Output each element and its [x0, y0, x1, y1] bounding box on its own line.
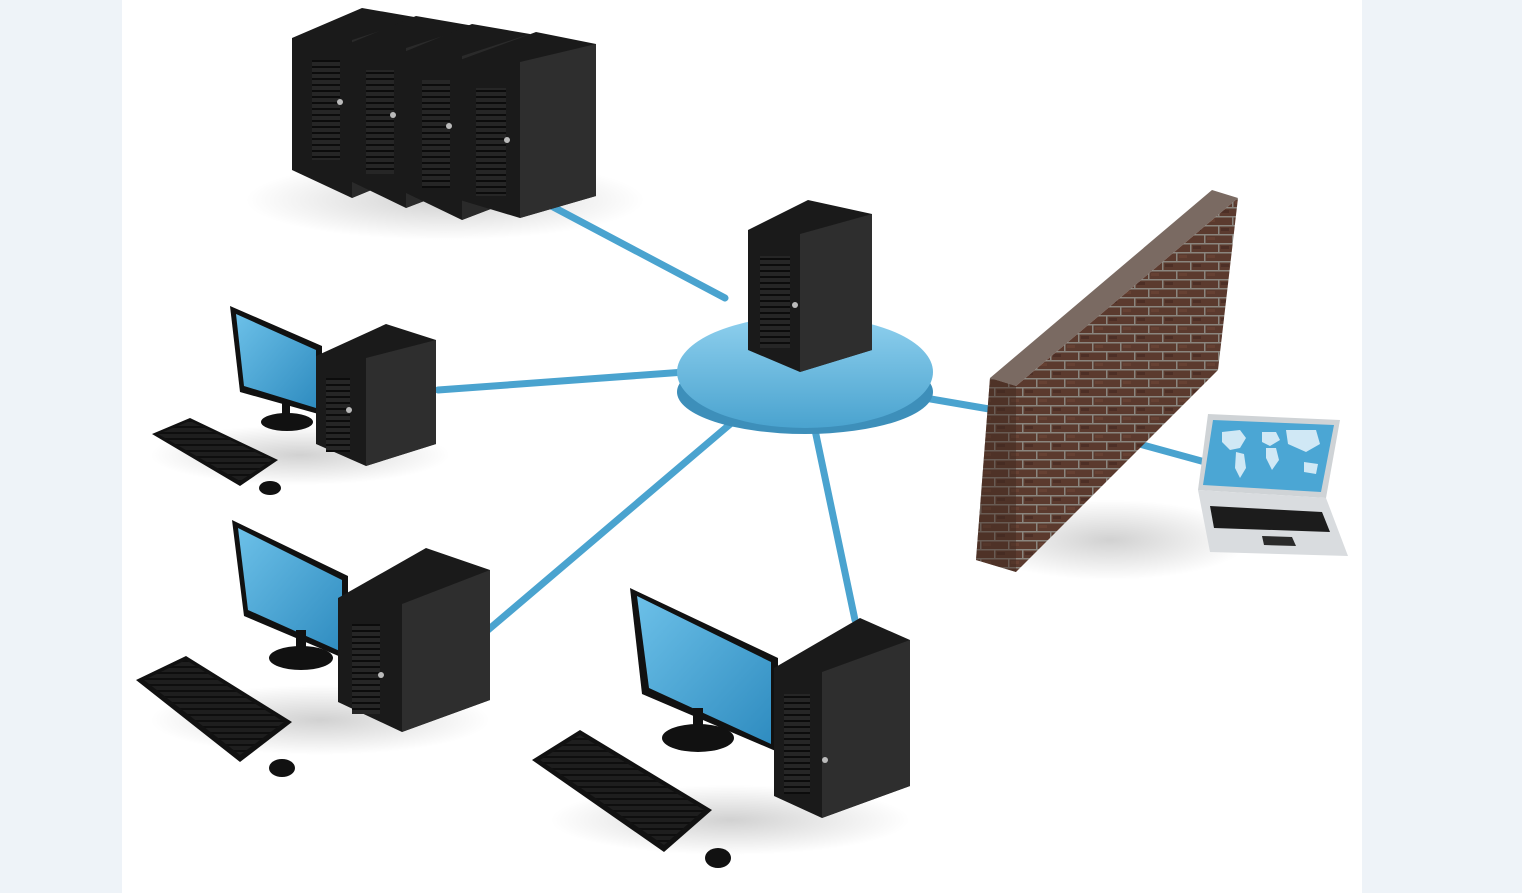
- tower-icon: [774, 618, 910, 818]
- link-hub-rack: [536, 196, 729, 302]
- mouse-icon: [259, 481, 281, 495]
- mouse-icon: [705, 848, 731, 868]
- laptop-touchpad-icon: [1262, 536, 1296, 546]
- monitor-stand-icon: [261, 413, 313, 431]
- mouse-icon: [269, 759, 295, 777]
- tower-icon: [316, 324, 436, 466]
- firewall-wall-icon: [976, 190, 1238, 572]
- link-hub-ws2: [484, 416, 739, 634]
- hub-server-icon: [748, 200, 872, 372]
- network-diagram: [136, 8, 1348, 868]
- monitor-screen-icon: [238, 528, 342, 652]
- link-hub-ws1: [434, 368, 689, 394]
- rack-tower-icon: [460, 32, 596, 218]
- tower-icon: [338, 548, 490, 732]
- workstation-3: [532, 588, 910, 868]
- monitor-screen-icon: [236, 314, 316, 408]
- server-rack: [292, 8, 596, 220]
- monitor-stand-icon: [662, 724, 734, 752]
- diagram-canvas: [122, 0, 1362, 893]
- link-hub-firewall: [921, 394, 999, 414]
- world-map-icon: [1222, 430, 1320, 478]
- central-hub: [677, 200, 933, 434]
- link-hub-ws3: [811, 426, 859, 624]
- workstation-1: [152, 306, 436, 495]
- laptop-keyboard-icon: [1210, 506, 1330, 532]
- monitor-stand-icon: [269, 646, 333, 670]
- monitor-screen-icon: [637, 596, 771, 744]
- laptop: [1198, 414, 1348, 556]
- workstation-2: [136, 520, 490, 777]
